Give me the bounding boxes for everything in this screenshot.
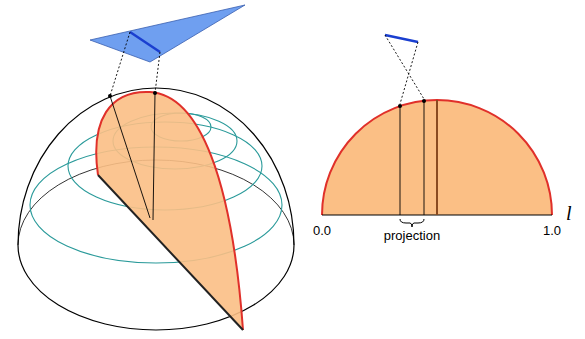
dotted-line (400, 42, 418, 104)
slice-fill (96, 92, 243, 330)
point (422, 99, 426, 103)
axis-tick-label: 0.0 (313, 224, 331, 237)
center-line (436, 100, 438, 215)
projection-line (424, 101, 425, 215)
projection-line (400, 106, 401, 215)
slice (96, 91, 243, 330)
dotted-line (110, 32, 130, 96)
blue-segment (130, 32, 160, 52)
disc-arc (322, 100, 552, 215)
brace (400, 219, 424, 227)
dotted-line (155, 52, 160, 93)
projection-label: projection (384, 229, 440, 242)
half-disc (322, 35, 552, 227)
projection-line (153, 93, 155, 220)
slice-diameter (98, 175, 243, 330)
slice-arc (96, 92, 243, 330)
axis-tick-label: 1.0 (543, 224, 561, 237)
triangle (90, 5, 245, 96)
axis-label: l (566, 203, 572, 223)
blue-segment (385, 35, 418, 42)
dome-outline (18, 88, 294, 330)
point (398, 104, 402, 108)
disc-fill (322, 100, 552, 215)
blue-triangle (90, 5, 245, 62)
projection-line (110, 96, 150, 218)
hemisphere (18, 88, 294, 330)
